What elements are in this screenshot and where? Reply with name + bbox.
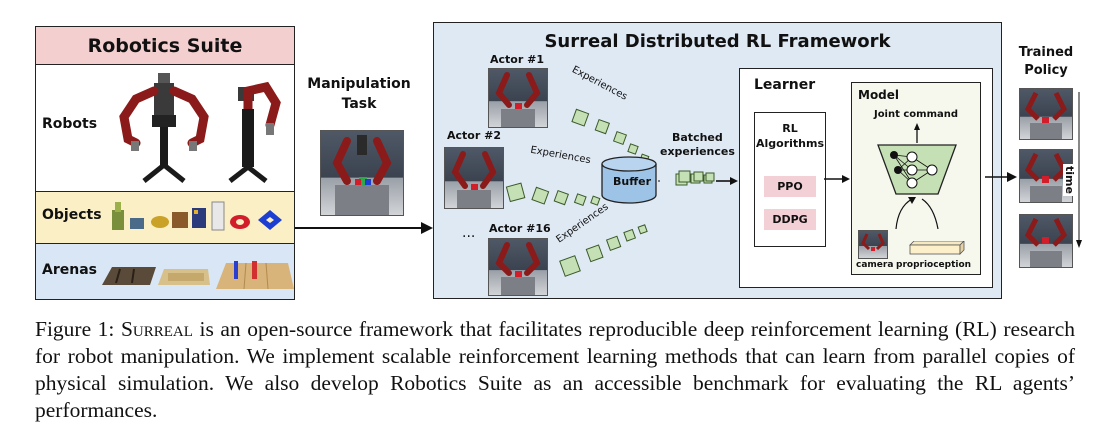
trained-label-line2: Policy (1024, 63, 1068, 78)
experience-square (605, 235, 622, 251)
time-label: time (1063, 164, 1076, 196)
actor-16-image (488, 238, 548, 296)
experience-square (612, 130, 628, 146)
experience-square (585, 244, 604, 263)
trained-policy-label: Trained Policy (1010, 44, 1082, 80)
experience-square (623, 228, 637, 242)
sawyer-robot-image (228, 81, 281, 183)
rl-algorithms-title: RL Algorithms (755, 121, 825, 151)
policy-frame-1 (1019, 88, 1073, 140)
experience-square (594, 118, 610, 135)
caption-prefix: Figure 1: (35, 317, 121, 341)
batched-experiences-graphic (658, 170, 738, 186)
robotics-suite-panel: Robotics Suite Robots Objects (35, 26, 295, 300)
model-box: Model Joint command (851, 82, 981, 275)
experience-square (627, 143, 639, 155)
rl-title-line1: RL (782, 122, 798, 135)
objects-image (112, 201, 282, 231)
proprioception-label: proprioception (896, 260, 972, 270)
surreal-framework-panel: Surreal Distributed RL Framework Actor #… (433, 22, 1002, 299)
robots-row: Robots (36, 65, 294, 192)
arenas-label: Arenas (42, 262, 97, 278)
model-input-arrows (895, 197, 939, 229)
task-robot-graphic (332, 135, 392, 215)
camera-input-image (858, 230, 888, 259)
experience-square (505, 182, 526, 203)
arenas-image (102, 261, 294, 290)
experience-square (637, 224, 648, 235)
actor-1-robot-graphic (495, 72, 541, 127)
batched-experiences-label: Batched experiences (660, 131, 735, 159)
experience-square (573, 193, 587, 207)
experience-square (559, 255, 581, 277)
actors-ellipsis: ... (462, 225, 476, 241)
actor-16-label: Actor #16 (489, 222, 551, 235)
framework-title: Surreal Distributed RL Framework (544, 31, 891, 52)
actor-1-image (488, 68, 548, 128)
policy-frame-1-graphic (1024, 91, 1068, 139)
batched-label-line1: Batched (672, 131, 723, 144)
proprioception-vector (909, 241, 965, 255)
rl-to-model-arrow (824, 175, 850, 183)
experience-square (531, 186, 550, 205)
learner-title: Learner (754, 77, 816, 93)
batched-label-line2: experiences (660, 145, 735, 158)
experience-square (590, 195, 601, 206)
actor-1-label: Actor #1 (490, 53, 544, 66)
framework-to-policy-arrow (985, 172, 1017, 182)
learner-panel: Learner RL Algorithms PPO DDPG Model Joi… (739, 68, 993, 288)
camera-robot-graphic (861, 233, 885, 251)
caption-framework-name: Surreal (120, 317, 193, 341)
manipulation-task-image (320, 130, 404, 216)
objects-row: Objects (36, 192, 294, 244)
actor-2-robot-graphic (451, 151, 497, 208)
robots-label: Robots (42, 116, 98, 132)
buffer-label: Buffer (613, 175, 652, 188)
suite-to-framework-arrow (295, 222, 433, 234)
experience-streams (505, 108, 650, 277)
task-label-line2: Task (341, 96, 377, 112)
rl-title-line2: Algorithms (755, 137, 824, 150)
objects-label: Objects (42, 207, 102, 223)
experience-square (571, 108, 590, 127)
actor-2-image (444, 147, 504, 209)
time-axis-arrow (1076, 92, 1082, 248)
baxter-robot-image (119, 73, 209, 183)
caption-text: is an open-source framework that facilit… (35, 317, 1075, 422)
joint-command-label: Joint command (873, 109, 959, 120)
manipulation-task-label: Manipulation Task (300, 74, 418, 114)
actor-16-robot-graphic (495, 242, 541, 295)
figure-caption: Figure 1: Surreal is an open-source fram… (35, 316, 1075, 424)
model-title: Model (858, 88, 900, 102)
rl-algorithms-box: RL Algorithms PPO DDPG (754, 112, 826, 247)
policy-frame-3 (1019, 214, 1073, 268)
algorithm-ppo: PPO (764, 176, 816, 197)
neural-network-icon (877, 144, 957, 195)
actor-2-label: Actor #2 (447, 129, 501, 142)
arenas-row: Arenas (36, 244, 294, 299)
robotics-suite-title: Robotics Suite (36, 27, 294, 65)
policy-frame-3-graphic (1024, 217, 1068, 267)
buffer-cylinder (601, 156, 657, 204)
trained-label-line1: Trained (1018, 45, 1074, 60)
experience-square (553, 189, 569, 206)
camera-label: camera (856, 260, 894, 270)
algorithm-ddpg: DDPG (764, 209, 816, 230)
task-label-line1: Manipulation (307, 76, 411, 92)
joint-command-arrow (914, 123, 920, 143)
